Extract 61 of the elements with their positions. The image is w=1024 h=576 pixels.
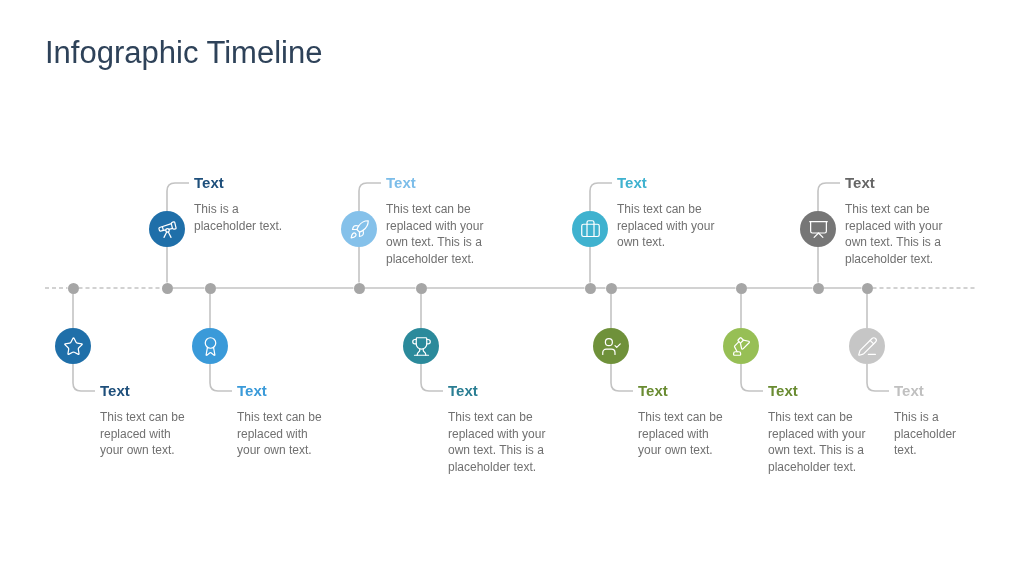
item-heading: Text bbox=[386, 173, 416, 193]
item-heading: Text bbox=[237, 381, 267, 401]
item-description: This text can be replaced with your own text. This is a placeholder text. bbox=[768, 409, 867, 476]
item-description: This text can be replaced with your own text. This is a placeholder text. bbox=[386, 201, 485, 268]
item-description: This text can be replaced with your own text. bbox=[617, 201, 716, 252]
timeline-line bbox=[171, 287, 206, 289]
connector-line bbox=[209, 363, 233, 392]
rocket-icon bbox=[341, 211, 377, 247]
timeline-line bbox=[745, 287, 814, 289]
item-heading: Text bbox=[448, 381, 478, 401]
timeline-line bbox=[822, 287, 863, 289]
connector-line bbox=[817, 246, 819, 284]
connector-line bbox=[740, 363, 764, 392]
item-heading: Text bbox=[845, 173, 875, 193]
connector-line bbox=[589, 246, 591, 284]
connector-line bbox=[72, 292, 74, 329]
connector-line bbox=[72, 363, 96, 392]
presentation-board-icon bbox=[800, 211, 836, 247]
timeline-line bbox=[214, 287, 355, 289]
connector-line bbox=[420, 363, 444, 392]
item-heading: Text bbox=[894, 381, 924, 401]
connector-line bbox=[166, 182, 190, 212]
item-description: This text can be replaced with your own text. bbox=[100, 409, 186, 460]
item-description: This is a placeholder text. bbox=[894, 409, 958, 460]
item-heading: Text bbox=[768, 381, 798, 401]
timeline-line bbox=[363, 287, 417, 289]
item-heading: Text bbox=[617, 173, 647, 193]
item-heading: Text bbox=[100, 381, 130, 401]
title: Infographic Timeline bbox=[45, 34, 323, 71]
connector-line bbox=[740, 292, 742, 329]
medal-icon bbox=[192, 328, 228, 364]
connector-line bbox=[610, 363, 634, 392]
connector-line bbox=[420, 292, 422, 329]
telescope-icon bbox=[149, 211, 185, 247]
connector-line bbox=[610, 292, 612, 329]
user-check-icon bbox=[593, 328, 629, 364]
connector-line bbox=[166, 246, 168, 284]
item-description: This text can be replaced with your own text. This is a placeholder text. bbox=[845, 201, 944, 268]
timeline-line bbox=[77, 287, 163, 289]
timeline-line bbox=[594, 287, 607, 289]
item-description: This text can be replaced with your own text. bbox=[237, 409, 323, 460]
connector-line bbox=[817, 182, 841, 212]
item-heading: Text bbox=[638, 381, 668, 401]
connector-line bbox=[209, 292, 211, 329]
timeline-line bbox=[44, 287, 69, 289]
briefcase-icon bbox=[572, 211, 608, 247]
item-description: This is a placeholder text. bbox=[194, 201, 284, 235]
connector-line bbox=[358, 246, 360, 284]
item-heading: Text bbox=[194, 173, 224, 193]
connector-line bbox=[589, 182, 613, 212]
timeline-line bbox=[425, 287, 586, 289]
timeline-line bbox=[615, 287, 737, 289]
item-description: This text can be replaced with your own text. bbox=[638, 409, 724, 460]
item-description: This text can be replaced with your own text. This is a placeholder text. bbox=[448, 409, 547, 476]
trophy-icon bbox=[403, 328, 439, 364]
connector-line bbox=[358, 182, 382, 212]
pencil-icon bbox=[849, 328, 885, 364]
connector-line bbox=[866, 363, 890, 392]
timeline-line bbox=[871, 287, 978, 289]
desk-lamp-icon bbox=[723, 328, 759, 364]
connector-line bbox=[866, 292, 868, 329]
